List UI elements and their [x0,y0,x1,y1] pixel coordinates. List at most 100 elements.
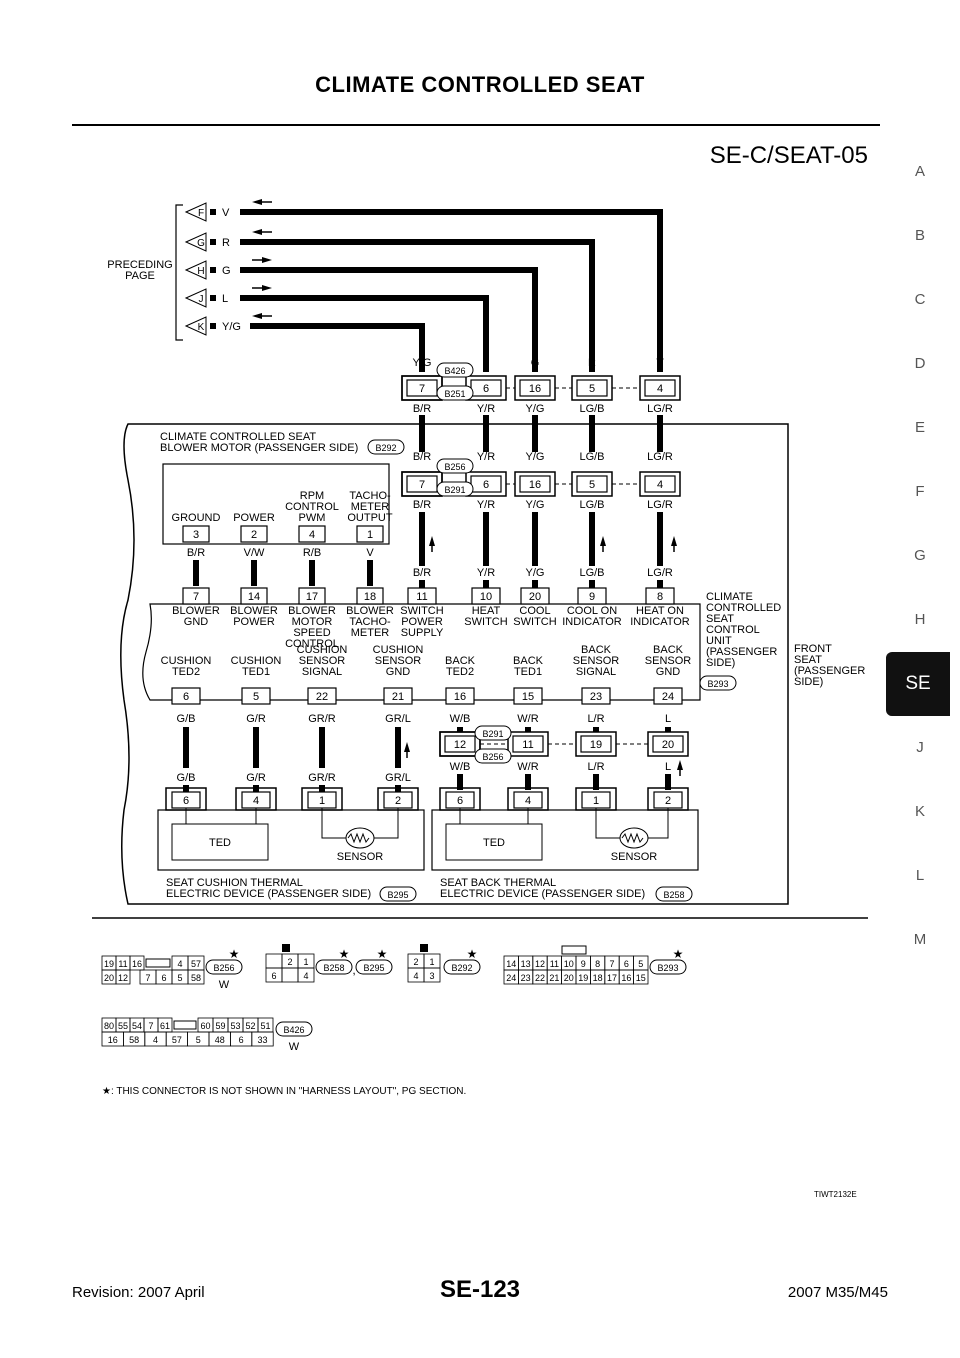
blower-motor-title: CLIMATE CONTROLLED SEAT [160,431,316,443]
wire-l [240,295,489,372]
connector-view-label-b293: B293 [657,963,678,973]
diagram-code: SE-C/SEAT-05 [709,142,868,169]
control-unit-pin-box [171,687,201,705]
blower-terminal-name: POWER [233,512,275,524]
signal-arrow [252,313,262,319]
connector-view-label-b426-badge [275,1021,313,1037]
wire-color-label: V [366,547,374,559]
signal-arrow [671,536,677,546]
index-tab-c[interactable]: C [914,291,926,308]
index-tab-e[interactable]: E [914,419,925,436]
wire-color-label: L [665,713,671,725]
page-number: SE-123 [439,1276,521,1303]
b426-view-pin: 48 [215,1035,225,1045]
wire-color-label: G/R [246,772,266,784]
b426-view-pin: 60 [200,1021,210,1031]
b293-view-pin: 13 [521,959,531,969]
back-pin: 1 [593,795,599,807]
cushion-pin: 6 [183,795,189,807]
wire-color-label: Y/G [413,357,432,369]
connector-b256-pin: 6 [483,479,489,491]
b293-view-pin: 18 [593,973,603,983]
side-index: A B C D E F G H SE J K L M [886,140,950,972]
control-unit-terminal-name: SPEED [293,627,330,639]
cushion-ted-label: TED [209,837,231,849]
signal-arrow [404,742,410,752]
back-pin: 6 [457,795,463,807]
control-unit-terminal-name: METER [351,627,390,639]
control-unit-terminal-name: INDICATOR [562,616,622,628]
control-unit-terminal-name: CUSHION [161,655,212,667]
connector-label-b258-badge [655,886,693,902]
b426-view-pin: 52 [245,1021,255,1031]
index-tab-f[interactable]: F [915,483,925,500]
index-tab-h[interactable]: H [914,611,926,628]
back-sensor-zigzag [621,832,644,844]
control-unit-terminal-name: SUPPLY [401,627,444,639]
signal-arrow [252,229,262,235]
wire-color-label: L/R [587,713,604,725]
b293-view-pin: 14 [506,959,516,969]
index-tab-d[interactable]: D [914,355,926,372]
b292-view-key [420,944,428,952]
connector-view-label-b256-badge [205,959,243,975]
wire-color-label: B/R [413,499,431,511]
cushion-pin: 4 [253,795,259,807]
blower-pin-box [182,525,210,543]
connector-b426-pin: 7 [419,383,425,395]
wire-color-label: LG/R [647,451,673,463]
blower-terminal-name: PWM [299,512,326,524]
back-pin: 2 [665,795,671,807]
b426-view-pin: 6 [239,1035,244,1045]
b258-view-pin: 2 [287,957,292,967]
connector-b426-pin-box [406,379,438,397]
cushion-sensor-symbol [345,827,375,849]
b292-view-pin: 3 [429,971,434,981]
connector-label-b291: B291 [444,485,465,495]
connector-b426-pin: 4 [657,383,663,395]
control-unit-terminal-name: GND [386,666,411,678]
index-tab-l[interactable]: L [915,867,925,884]
index-tab-m[interactable]: M [913,931,927,948]
b426-view-pin: 16 [108,1035,118,1045]
wire-color-label: GR/R [308,713,336,725]
page-title: CLIMATE CONTROLLED SEAT [315,72,645,97]
figure-id: TIWT2132E [814,1190,857,1199]
control-unit-title: CONTROLLED [706,602,781,614]
control-unit-terminal-name: SENSOR [573,655,620,667]
wire-color-label: B/R [187,547,205,559]
connector-color-b256: W [219,979,230,991]
front-seat-label: FRONT [794,643,832,655]
back-ted-box [445,823,543,861]
wire-color-label: G/B [177,772,196,784]
index-tab-se[interactable]: SE [886,652,950,716]
control-unit-pin-box [182,587,210,605]
control-unit-pin: 8 [657,591,663,603]
connector-view-label-b426: B426 [283,1025,304,1035]
b293-view-pin: 12 [535,959,545,969]
title-rule [72,124,880,126]
blower-pin: 3 [193,529,199,541]
index-tab-g[interactable]: G [914,547,926,564]
b426-view-key [173,1020,197,1030]
index-tab-k[interactable]: K [914,803,925,820]
connector-b256-pin: 4 [657,479,663,491]
index-tab-j[interactable]: J [916,739,924,756]
connector-label-b251: B251 [444,389,465,399]
b258-view-cell [297,967,315,983]
back-sensor-label: SENSOR [611,851,658,863]
wire-y-g [250,323,425,372]
connector-label-b256: B256 [482,752,503,762]
control-unit-terminal-name: CUSHION [231,655,282,667]
connector-b291-pin-box [580,735,612,753]
index-tab-b[interactable]: B [914,227,925,244]
blower-terminal-name: OUTPUT [347,512,393,524]
b256-view-pin: 19 [104,959,114,969]
preceding-page-label: PRECEDING [107,259,172,271]
control-unit-pin-box [653,687,683,705]
index-tab-a[interactable]: A [914,163,925,180]
control-unit-terminal-name: BLOWER [288,605,336,617]
control-unit-title: SEAT [706,613,734,625]
back-sensor-wire [595,808,620,839]
b256-view-pin: 5 [177,973,182,983]
